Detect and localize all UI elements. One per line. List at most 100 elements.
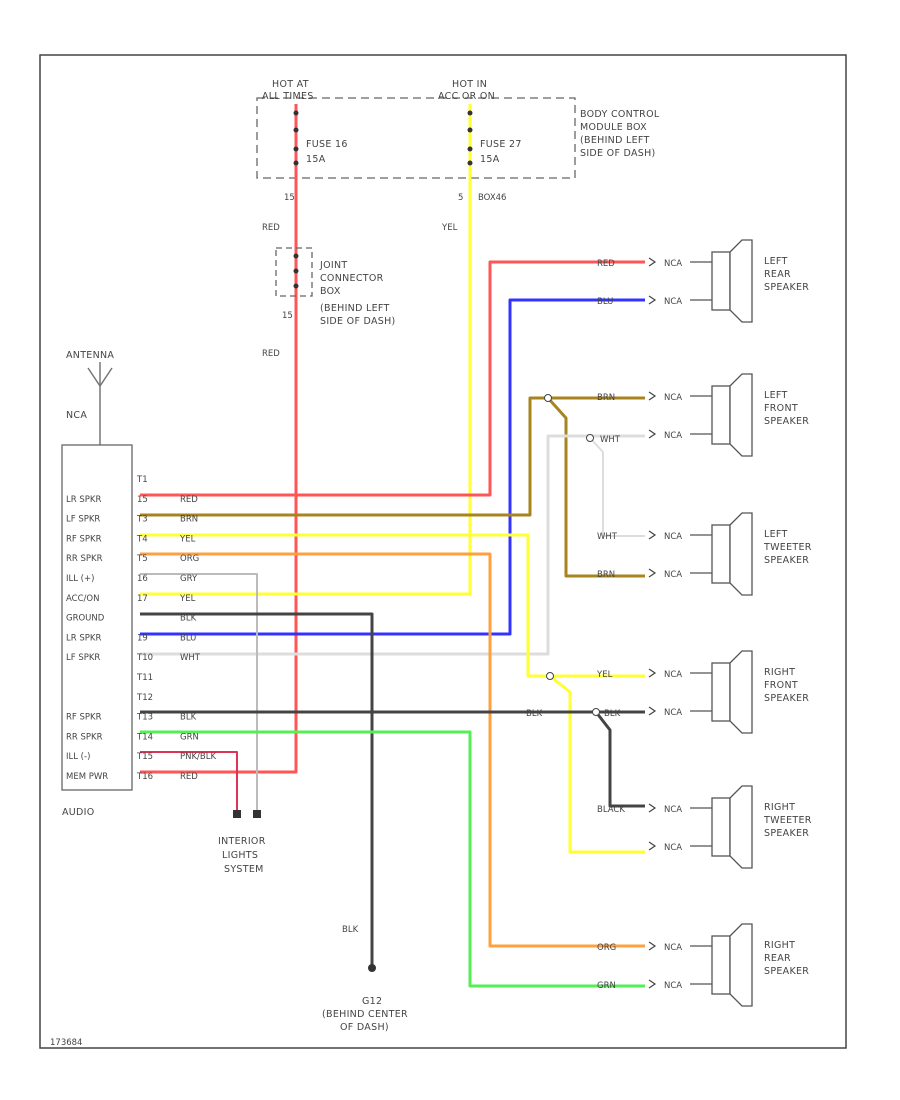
joint-label-l5: SIDE OF DASH) [320, 316, 396, 327]
audio-pin-func: LR SPKR [66, 633, 101, 643]
speaker-magnet [711, 797, 731, 857]
hot-right-l2: ACC OR ON [438, 91, 495, 102]
ground-l2: (BEHIND CENTER [322, 1009, 408, 1020]
wire-label-red-lower: RED [262, 349, 280, 359]
audio-pin-color: GRN [180, 732, 199, 742]
speaker-connector-label: NCA [664, 981, 682, 991]
audio-pin-func: RF SPKR [66, 534, 102, 544]
speaker-connector-label: NCA [664, 297, 682, 307]
audio-pin-num: T16 [136, 772, 153, 782]
wire-yel-right-front [140, 533, 645, 678]
audio-pin-func: GROUND [66, 614, 105, 624]
speaker-cone [729, 923, 753, 1007]
wire-red-mem-pwr [140, 180, 298, 774]
wire-label-yel: YEL [441, 223, 458, 233]
audio-pin-color: BRN [180, 515, 198, 525]
audio-pin-func: ACC/ON [66, 594, 99, 604]
speaker-cone [729, 650, 753, 734]
speaker-name: RIGHT [764, 940, 795, 951]
wire-label-blk-rf: BLK [604, 709, 621, 719]
joint-label-l2: CONNECTOR [320, 273, 384, 284]
speaker-name: LEFT [764, 529, 788, 540]
speaker-connector-label: NCA [664, 393, 682, 403]
wire-blk-right-tweeter [594, 711, 645, 808]
antenna-wire-label: NCA [66, 410, 87, 421]
ground-l1: G12 [362, 996, 382, 1007]
audio-pin-num: T1 [136, 475, 148, 485]
audio-pin-num: T13 [136, 713, 153, 723]
speaker-name: SPEAKER [764, 693, 809, 704]
hot-left-l2: ALL TIMES [262, 91, 314, 102]
connector-symbol [648, 257, 657, 267]
speaker-connector-label: NCA [664, 805, 682, 815]
connector-symbol [648, 295, 657, 305]
audio-pin-color: RED [180, 772, 198, 782]
joint-label-l3: BOX [320, 286, 341, 297]
speaker-name: SPEAKER [764, 555, 809, 566]
bcm-label-l2: MODULE BOX [580, 122, 647, 133]
wire-gry-ill [140, 573, 258, 812]
wire-wht-tweeter [589, 437, 645, 537]
speaker-magnet [711, 662, 731, 722]
connector-symbol [648, 530, 657, 540]
speaker-cone [729, 512, 753, 596]
speaker-wire-color: BRN [597, 570, 615, 580]
speaker-cone [729, 373, 753, 457]
audio-pin-func: RR SPKR [66, 554, 103, 564]
audio-pin-func: ILL (+) [66, 574, 94, 584]
connector-symbol [648, 803, 657, 813]
audio-pin-num: T10 [136, 653, 153, 663]
wire-label-wht-lf: WHT [600, 435, 621, 445]
fuse-27-l1: FUSE 27 [480, 139, 522, 150]
wire-label-blk-mid: BLK [526, 709, 543, 719]
joint-connector: JOINT CONNECTOR BOX (BEHIND LEFT SIDE OF… [275, 247, 396, 327]
speaker-name: SPEAKER [764, 416, 809, 427]
speaker-name: SPEAKER [764, 966, 809, 977]
audio-pin-num: 19 [137, 633, 148, 643]
wires [140, 180, 645, 988]
audio-pin-num: T15 [136, 752, 153, 762]
speaker-name: LEFT [764, 256, 788, 267]
audio-pin-num: T14 [136, 732, 153, 742]
audio-pin-func: RR SPKR [66, 732, 103, 742]
speaker-connector-label: NCA [664, 570, 682, 580]
interior-l1: INTERIOR [218, 836, 266, 847]
wire-red-left-rear [140, 260, 645, 497]
speaker-magnet [711, 524, 731, 584]
audio-pin-func: LF SPKR [66, 515, 100, 525]
wire-label-blk-ground: BLK [342, 925, 359, 935]
wire-yel-right-tweeter [549, 674, 645, 854]
antenna-label: ANTENNA [66, 350, 114, 361]
audio-pin-num: 15 [137, 495, 148, 505]
joint-label-l1: JOINT [319, 260, 348, 271]
wire-yel-acc-on [140, 180, 472, 596]
speaker-name: TWEETER [763, 542, 812, 553]
audio-pin-color: BLK [180, 614, 197, 624]
fuse-27-l2: 15A [480, 154, 500, 165]
speaker-cone [729, 239, 753, 323]
audio-pin-num: T11 [136, 673, 153, 683]
bcm-label-l4: SIDE OF DASH) [580, 148, 656, 159]
audio-pin-num: T5 [136, 554, 148, 564]
joint-pin: 15 [282, 311, 293, 321]
audio-pin-color: GRY [180, 574, 198, 584]
speaker-wire-color: GRN [597, 981, 616, 991]
wire-grn-right-rear [140, 730, 645, 988]
bcm-pin-right: 5 [458, 193, 463, 203]
speaker-name: LEFT [764, 390, 788, 401]
wire-blu-left-rear [140, 298, 645, 636]
wire-blk-ground [140, 612, 374, 968]
speaker-wire-color: WHT [597, 532, 618, 542]
bcm-pin-right-conn: BOX46 [478, 193, 506, 203]
bcm-label-l1: BODY CONTROL [580, 109, 660, 120]
speaker-cone [729, 785, 753, 869]
ground-l3: OF DASH) [340, 1022, 389, 1033]
speaker-name: SPEAKER [764, 282, 809, 293]
speaker-connector-label: NCA [664, 843, 682, 853]
wire-org-right-rear [140, 552, 645, 948]
